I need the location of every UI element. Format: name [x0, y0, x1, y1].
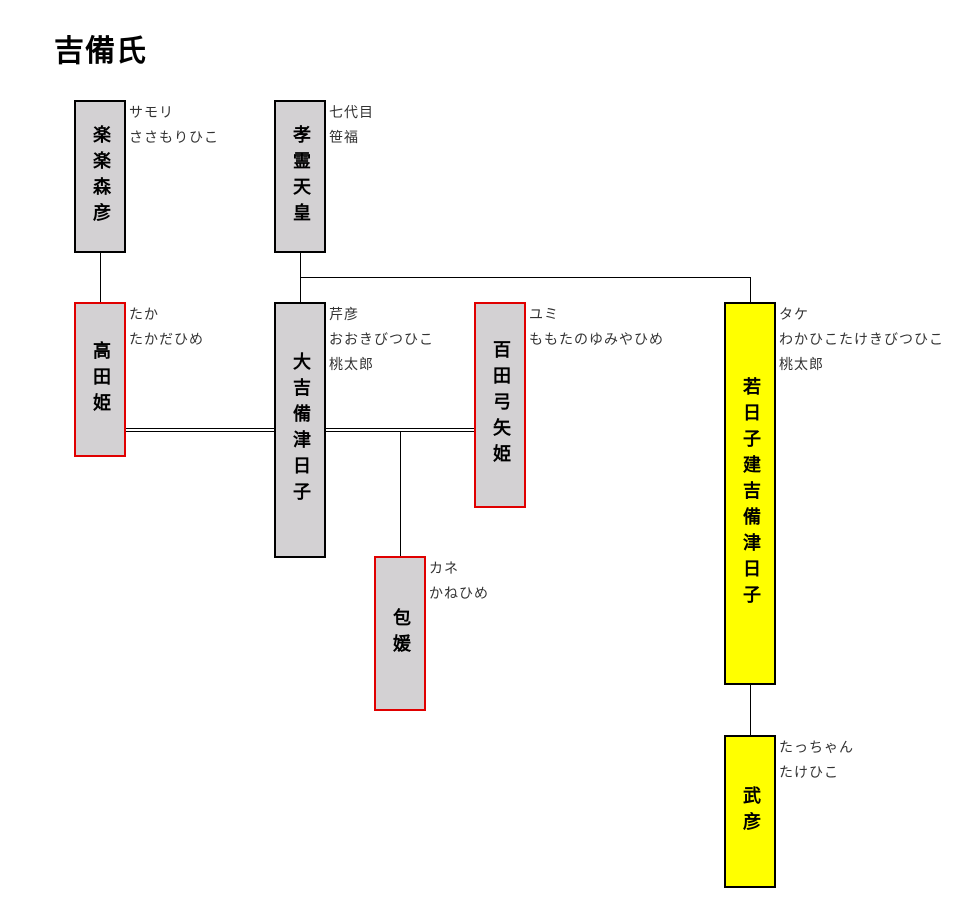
person-note: おおきびつひこ [329, 332, 434, 348]
person-note: たけひこ [779, 765, 839, 781]
person-notes: ユミ ももたのゆみやひめ [529, 303, 664, 353]
person-box-ookibitsu[interactable]: 大吉備津日子 [274, 302, 326, 558]
connector-korei-branch [300, 277, 751, 278]
person-note: たか [129, 307, 159, 323]
page-title: 吉備氏 [54, 34, 147, 69]
connector-to-wakahiko [750, 277, 751, 303]
person-name: 孝霊天皇 [290, 124, 311, 229]
person-note: タケ [779, 307, 809, 323]
person-note: わかひこたけきびつひこ [779, 332, 944, 348]
person-notes: 七代目 笹福 [329, 101, 374, 151]
person-name: 楽楽森彦 [90, 124, 111, 229]
marriage-line-momota-top [326, 428, 475, 429]
person-notes: 芹彦 おおきびつひこ 桃太郎 [329, 303, 434, 378]
person-notes: たか たかだひめ [129, 303, 204, 353]
person-name: 若日子建吉備津日子 [740, 376, 761, 611]
connector-to-kane [400, 431, 401, 557]
person-notes: たっちゃん たけひこ [779, 736, 854, 786]
person-box-takehiko[interactable]: 武彦 [724, 735, 776, 888]
connector-sasamori-taka [100, 252, 101, 303]
person-box-kane[interactable]: 包媛 [374, 556, 426, 711]
person-note: 桃太郎 [779, 357, 824, 373]
person-note: ももたのゆみやひめ [529, 332, 664, 348]
person-note: たっちゃん [779, 740, 854, 756]
person-note: 桃太郎 [329, 357, 374, 373]
person-name: 百田弓矢姫 [490, 340, 511, 470]
person-notes: カネ かねひめ [429, 557, 489, 607]
marriage-line-taka-bottom [126, 431, 275, 432]
connector-wakahiko-takehiko [750, 684, 751, 736]
person-name: 大吉備津日子 [290, 352, 311, 508]
person-note: ささもりひこ [129, 130, 219, 146]
person-box-korei[interactable]: 孝霊天皇 [274, 100, 326, 253]
person-note: 芹彦 [329, 307, 359, 323]
person-box-momota[interactable]: 百田弓矢姫 [474, 302, 526, 508]
marriage-line-taka-top [126, 428, 275, 429]
person-note: ユミ [529, 307, 559, 323]
person-box-wakahiko[interactable]: 若日子建吉備津日子 [724, 302, 776, 685]
person-notes: タケ わかひこたけきびつひこ 桃太郎 [779, 303, 944, 378]
person-name: 武彦 [740, 785, 761, 838]
person-note: サモリ [129, 105, 174, 121]
person-name: 高田姫 [90, 340, 111, 419]
person-name: 包媛 [390, 607, 411, 660]
person-box-taka[interactable]: 高田姫 [74, 302, 126, 457]
person-note: かねひめ [429, 586, 489, 602]
person-notes: サモリ ささもりひこ [129, 101, 219, 151]
person-note: 七代目 [329, 105, 374, 121]
person-note: カネ [429, 561, 459, 577]
person-box-sasamori[interactable]: 楽楽森彦 [74, 100, 126, 253]
person-note: 笹福 [329, 130, 359, 146]
person-note: たかだひめ [129, 332, 204, 348]
